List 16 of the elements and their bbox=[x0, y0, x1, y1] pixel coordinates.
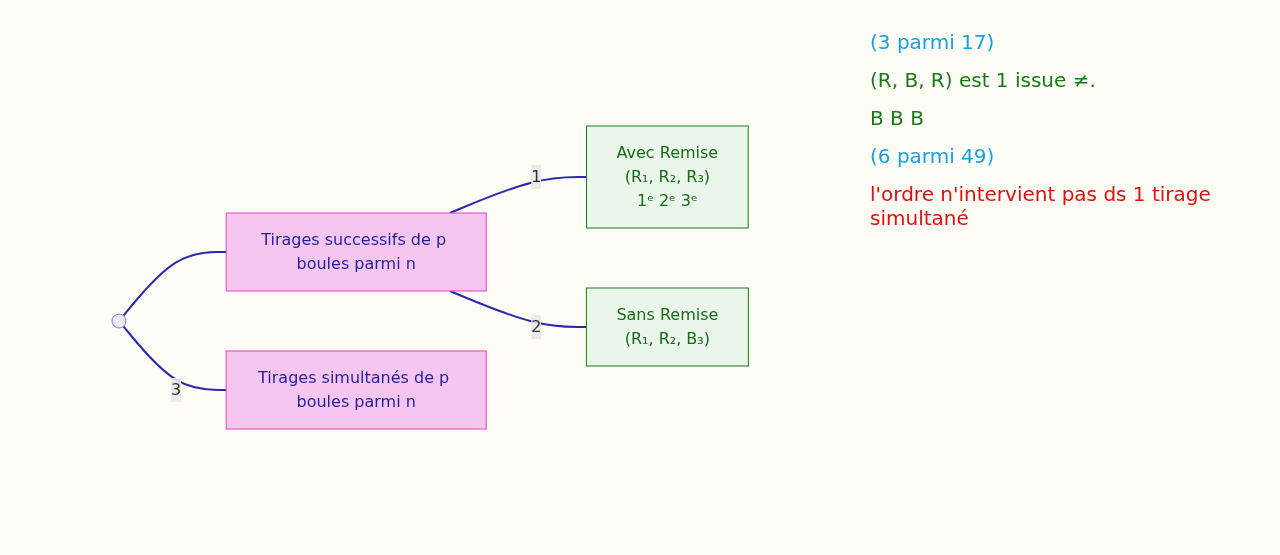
node-box: Tirages simultanés de p boules parmi n bbox=[225, 350, 487, 430]
node-box: Avec Remise (R₁, R₂, R₃) 1ᵉ 2ᵉ 3ᵉ bbox=[585, 125, 749, 229]
note-text: l'ordre n'intervient pas ds 1 tirage simultané bbox=[870, 182, 1212, 230]
node-box: Sans Remise (R₁, R₂, B₃) bbox=[585, 287, 749, 367]
edge-label: 2 bbox=[531, 317, 542, 336]
node-circle bbox=[111, 313, 127, 329]
connector bbox=[122, 325, 227, 391]
note-text: (R, B, R) est 1 issue ≠. bbox=[870, 68, 1097, 92]
connector bbox=[122, 251, 227, 317]
node-box: Tirages successifs de p boules parmi n bbox=[225, 212, 487, 292]
edge-label: 3 bbox=[170, 380, 181, 399]
note-text: B B B bbox=[870, 106, 925, 130]
connector bbox=[448, 176, 588, 214]
note-text: (6 parmi 49) bbox=[870, 144, 996, 168]
note-text: (3 parmi 17) bbox=[870, 30, 996, 54]
edge-label: 1 bbox=[531, 167, 542, 186]
